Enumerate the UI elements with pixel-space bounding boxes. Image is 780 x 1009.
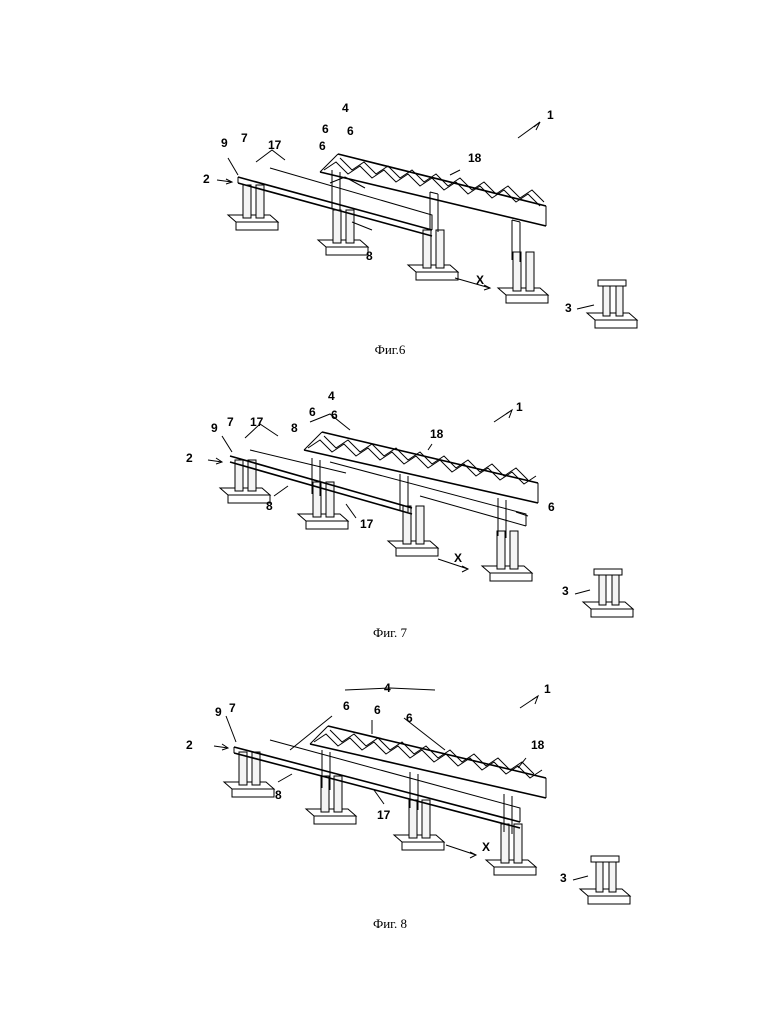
label-6c: 6 (548, 500, 555, 514)
pier-3-target (583, 569, 633, 617)
label-6c: 6 (406, 711, 413, 725)
label-1: 1 (544, 682, 551, 696)
piers (220, 460, 633, 617)
label-9: 9 (215, 705, 222, 719)
label-6b: 6 (331, 408, 338, 422)
label-8b: 8 (266, 499, 273, 513)
piers (228, 185, 637, 328)
label-17b: 17 (360, 517, 374, 531)
label-9: 9 (211, 421, 218, 435)
label-8: 8 (366, 249, 373, 263)
deck-girder (230, 450, 526, 526)
pier-4 (486, 824, 536, 875)
pier-3 (388, 506, 438, 556)
label-4: 4 (328, 389, 335, 403)
label-3: 3 (562, 584, 569, 598)
label-2: 2 (186, 451, 193, 465)
pier-3-target (580, 856, 630, 904)
label-6a: 6 (309, 405, 316, 419)
label-6c: 6 (319, 139, 326, 153)
piers (224, 752, 630, 904)
figure-6-drawing: 1 2 3 4 6 6 6 7 8 9 17 18 X (0, 80, 780, 380)
label-7: 7 (227, 415, 234, 429)
label-1: 1 (516, 400, 523, 414)
label-18: 18 (531, 738, 545, 752)
figure-8: 1 2 3 4 6 6 6 7 8 9 17 18 X Фиг. 8 (0, 668, 780, 968)
pier-3-target (587, 280, 637, 328)
label-x: X (454, 551, 462, 565)
label-6b: 6 (374, 703, 381, 717)
label-6a: 6 (322, 122, 329, 136)
arrows (222, 696, 538, 858)
label-3: 3 (565, 301, 572, 315)
label-7: 7 (241, 131, 248, 145)
label-2: 2 (203, 172, 210, 186)
label-3: 3 (560, 871, 567, 885)
label-2: 2 (186, 738, 193, 752)
figure-6-caption: Фиг.6 (0, 342, 780, 358)
label-6a: 6 (343, 699, 350, 713)
pier-3 (394, 800, 444, 850)
pier-3 (408, 230, 458, 280)
pier-4 (498, 252, 548, 303)
label-x: X (482, 840, 490, 854)
label-4: 4 (342, 101, 349, 115)
label-17: 17 (268, 138, 282, 152)
figure-7-caption: Фиг. 7 (0, 625, 780, 641)
figure-6: 1 2 3 4 6 6 6 7 8 9 17 18 X Фиг.6 (0, 80, 780, 380)
figure-8-caption: Фиг. 8 (0, 916, 780, 932)
label-17: 17 (377, 808, 391, 822)
label-8a: 8 (291, 421, 298, 435)
label-1: 1 (547, 108, 554, 122)
label-8: 8 (275, 788, 282, 802)
label-7: 7 (229, 701, 236, 715)
pier-4 (482, 531, 532, 581)
figure-7: 1 2 3 4 6 6 6 7 8 8 9 17 17 18 X Фиг. 7 (0, 376, 780, 676)
label-x: X (476, 273, 484, 287)
label-6b: 6 (347, 124, 354, 138)
label-9: 9 (221, 136, 228, 150)
label-17a: 17 (250, 415, 264, 429)
label-18: 18 (468, 151, 482, 165)
label-4: 4 (384, 681, 391, 695)
leader-lines (214, 688, 588, 880)
pier-1 (224, 752, 274, 797)
label-18: 18 (430, 427, 444, 441)
